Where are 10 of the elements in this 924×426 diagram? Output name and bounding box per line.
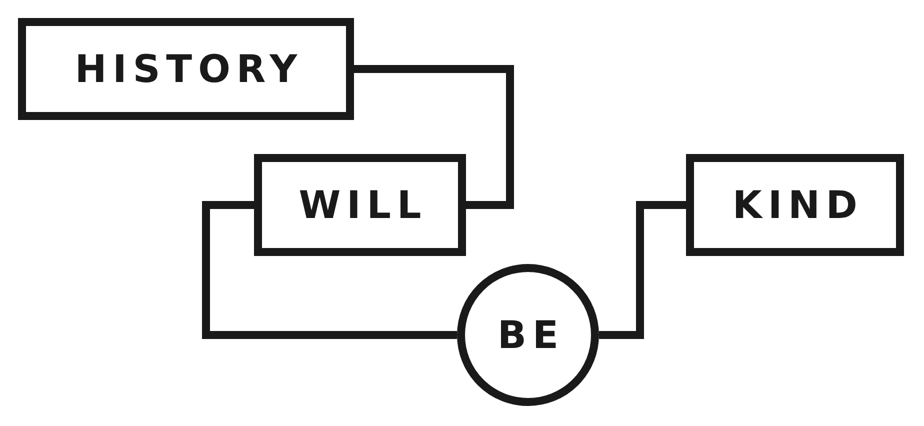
word-box [18, 18, 354, 120]
word-box [254, 154, 466, 256]
word-box [686, 154, 904, 256]
connector-line [354, 65, 514, 209]
connector-line [202, 201, 457, 339]
connector-line [599, 201, 686, 339]
node-label: BE [498, 313, 564, 357]
node-label: WILL [298, 183, 428, 227]
node-label: HISTORY [74, 47, 304, 91]
node-label: KIND [732, 183, 864, 227]
